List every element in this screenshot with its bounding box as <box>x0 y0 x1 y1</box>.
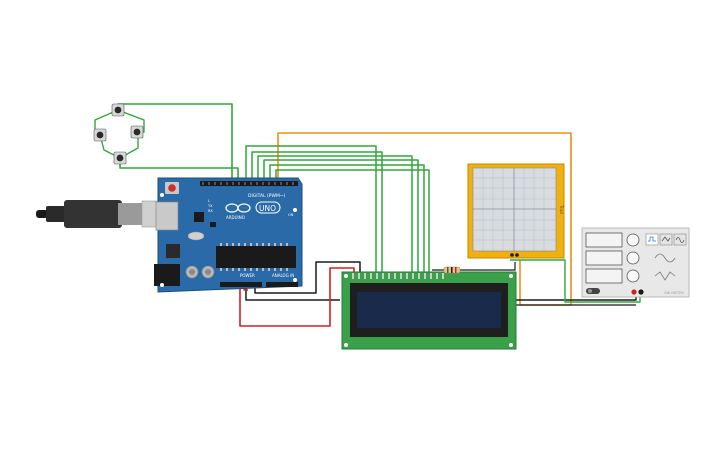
wire-green-lcd-6[interactable] <box>275 169 430 272</box>
on-label: ON <box>288 213 294 217</box>
pushbutton-left[interactable] <box>93 128 107 142</box>
fg-display-1 <box>585 232 623 248</box>
pushbutton-group <box>93 103 144 165</box>
fg-display-2 <box>585 250 623 266</box>
wire-green-lcd-4[interactable] <box>263 159 419 272</box>
oscilloscope-grid <box>473 168 556 251</box>
lcd-screen <box>357 292 501 328</box>
fg-wave-icon <box>654 271 676 281</box>
l-label: L <box>208 199 210 203</box>
wire-green-lcd-2[interactable] <box>251 151 383 272</box>
pushbutton-right[interactable] <box>130 125 144 139</box>
fg-display-3 <box>585 268 623 284</box>
function-generator[interactable]: GW INSTEK <box>581 227 690 298</box>
fg-triangle-wave-button[interactable] <box>659 233 673 246</box>
power-header <box>220 282 262 287</box>
voltage-regulator <box>166 244 180 258</box>
digital-label: DIGITAL (PWM~) <box>248 193 286 199</box>
usb-port <box>155 201 179 231</box>
wire-green-lcd-1[interactable] <box>245 145 377 272</box>
fg-knob-3[interactable] <box>626 269 640 283</box>
oscilloscope-screen <box>472 167 557 252</box>
fg-square-wave-button[interactable] <box>645 233 659 246</box>
crystal <box>187 231 205 241</box>
wire-green-fg[interactable] <box>510 259 641 303</box>
uno-label: UNO <box>259 204 276 213</box>
fg-knob-2[interactable] <box>626 251 640 265</box>
wire-red-5v[interactable] <box>239 267 355 327</box>
fg-terminal-red[interactable] <box>631 289 637 295</box>
fg-sine-wave-button[interactable] <box>673 233 687 246</box>
wire-orange-scope[interactable] <box>277 132 572 306</box>
wire-green-lcd-3[interactable] <box>257 155 413 272</box>
analog-header <box>266 282 298 287</box>
wire-black-gnd-2[interactable] <box>254 261 361 294</box>
oscilloscope-side-label: Tcad <box>559 204 564 214</box>
pushbutton-bottom[interactable] <box>113 151 127 165</box>
oscilloscope[interactable]: Tcad <box>467 163 565 259</box>
fg-terminal-black[interactable] <box>638 289 644 295</box>
uno-badge: UNO <box>255 201 281 214</box>
fg-knob-1[interactable] <box>626 233 640 247</box>
arduino-uno-board[interactable]: DIGITAL (PWM~) ARDUINO UNO TX RX L ON <box>154 177 303 293</box>
analog-label: ANALOG IN <box>272 273 294 278</box>
power-label: POWER <box>240 273 255 278</box>
usb-cable[interactable] <box>36 200 165 228</box>
fg-brand-label: GW INSTEK <box>664 291 685 295</box>
probe-terminal-1[interactable] <box>510 253 514 257</box>
tx-label: TX <box>207 204 213 208</box>
wire-green-lcd-5[interactable] <box>269 164 425 272</box>
rx-label: RX <box>208 209 213 213</box>
probe-terminal-2[interactable] <box>515 253 519 257</box>
digital-header <box>200 181 298 186</box>
pushbutton-top[interactable] <box>111 103 125 117</box>
small-chip <box>210 222 216 227</box>
lcd-16x2[interactable] <box>341 271 517 350</box>
arduino-brand: ARDUINO <box>226 215 245 220</box>
fg-sine-icon <box>654 253 676 263</box>
usb-chip <box>194 212 204 222</box>
resistor[interactable] <box>443 266 461 274</box>
arduino-logo: ARDUINO <box>225 203 251 220</box>
lcd-pin-header <box>352 273 444 279</box>
atmega-chip <box>216 246 296 268</box>
power-jack <box>154 264 180 286</box>
